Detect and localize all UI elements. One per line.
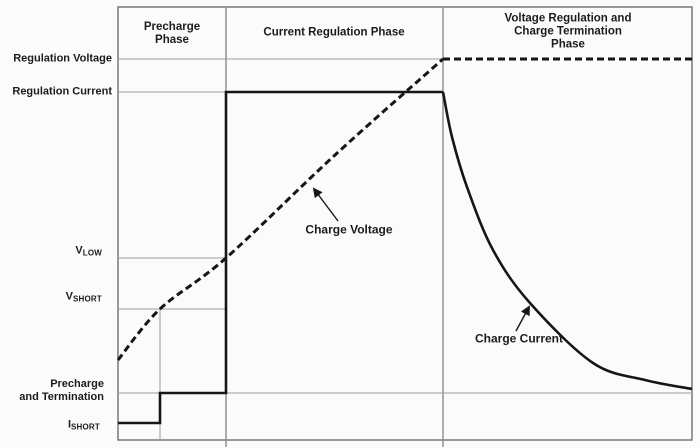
vlow-label-sub: LOW (82, 248, 102, 258)
phase-header-voltage-regulation: Voltage Regulation and Charge Terminatio… (504, 12, 632, 51)
vshort-label: VSHORT (66, 291, 102, 304)
regulation-current-label: Regulation Current (12, 85, 112, 98)
plot-frame (117, 6, 693, 441)
vlow-label-main: V (75, 244, 83, 257)
regulation-voltage-label: Regulation Voltage (13, 52, 112, 65)
ishort-label-sub: SHORT (71, 422, 100, 432)
charge-current-curve-steps (118, 90, 443, 425)
charge-voltage-curve-rise (116, 57, 444, 361)
phase-header-current-regulation: Current Regulation Phase (263, 26, 405, 39)
charge-current-curve-decay (441, 91, 693, 391)
charge-voltage-label: Charge Voltage (305, 222, 393, 237)
charge-current-arrow (515, 305, 530, 332)
vlow-label: VLOW (75, 245, 102, 258)
charge-current-label: Charge Current (474, 331, 564, 346)
phase-header-precharge: Precharge Phase (143, 21, 201, 46)
charge-voltage-arrow (312, 187, 339, 222)
vshort-label-sub: SHORT (73, 294, 102, 304)
ishort-label: ISHORT (68, 419, 100, 432)
vshort-label-main: V (65, 290, 73, 303)
ishort-label-main: I (67, 418, 71, 431)
precharge-termination-label: Precharge and Termination (19, 378, 104, 403)
